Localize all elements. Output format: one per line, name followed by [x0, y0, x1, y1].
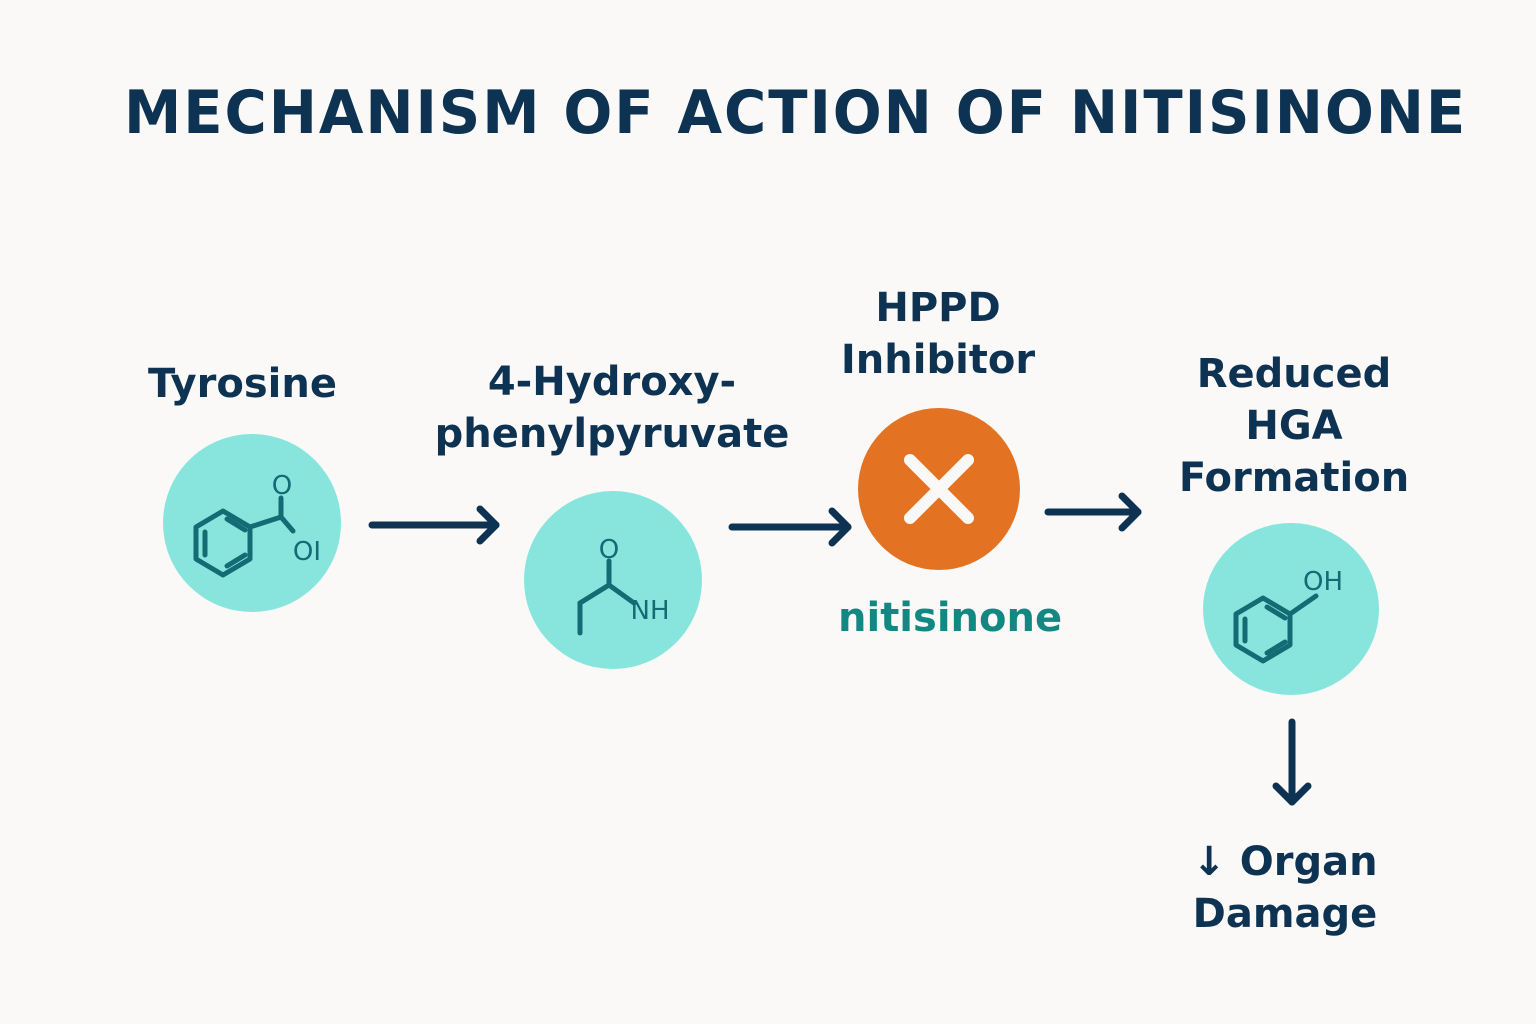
hpp-label-line2: phenylpyruvate: [434, 411, 790, 457]
svg-text:O: O: [272, 471, 292, 501]
hppd-label-line2: Inhibitor: [840, 337, 1036, 383]
organ-damage-label: ↓ Organ Damage: [1180, 836, 1390, 940]
hpp-label: 4-Hydroxy- phenylpyruvate: [432, 356, 792, 460]
tyrosine-node: O OI: [163, 434, 341, 612]
organ-damage-line2: Damage: [1192, 891, 1378, 937]
hpp-node: O NH: [524, 491, 702, 669]
hpp-label-line1: 4-Hydroxy-: [487, 359, 737, 405]
hppd-label-line1: HPPD: [875, 285, 1001, 331]
hga-label-line3: Formation: [1178, 455, 1410, 501]
reduced-hga-label: Reduced HGA Formation: [1172, 348, 1416, 504]
hga-label-line1: Reduced: [1196, 351, 1392, 397]
svg-text:O: O: [599, 535, 619, 565]
diagram-title: MECHANISM OF ACTION OF NITISINONE: [124, 78, 1468, 148]
carbonyl-amine-structure-icon: O NH: [577, 535, 670, 636]
tyrosine-label: Tyrosine: [148, 361, 337, 407]
organ-damage-line1: ↓ Organ: [1192, 839, 1378, 885]
hga-node: OH: [1203, 523, 1379, 695]
benzene-carbonyl-structure-icon: O OI: [193, 471, 321, 578]
phenol-structure-icon: OH: [1233, 567, 1343, 664]
hga-label-line2: HGA: [1245, 403, 1343, 449]
svg-text:OH: OH: [1303, 567, 1343, 597]
nitisinone-label: nitisinone: [838, 595, 1063, 641]
arrow-right-icon: [368, 505, 500, 545]
x-mark-icon: [904, 454, 974, 524]
hppd-inhibitor-label: HPPD Inhibitor: [838, 282, 1038, 386]
arrow-down-icon: [1272, 718, 1312, 806]
arrow-right-icon: [1044, 492, 1142, 532]
arrow-right-icon: [728, 507, 852, 547]
svg-text:OI: OI: [293, 537, 321, 567]
inhibition-node: [858, 408, 1020, 570]
svg-text:NH: NH: [631, 596, 670, 626]
